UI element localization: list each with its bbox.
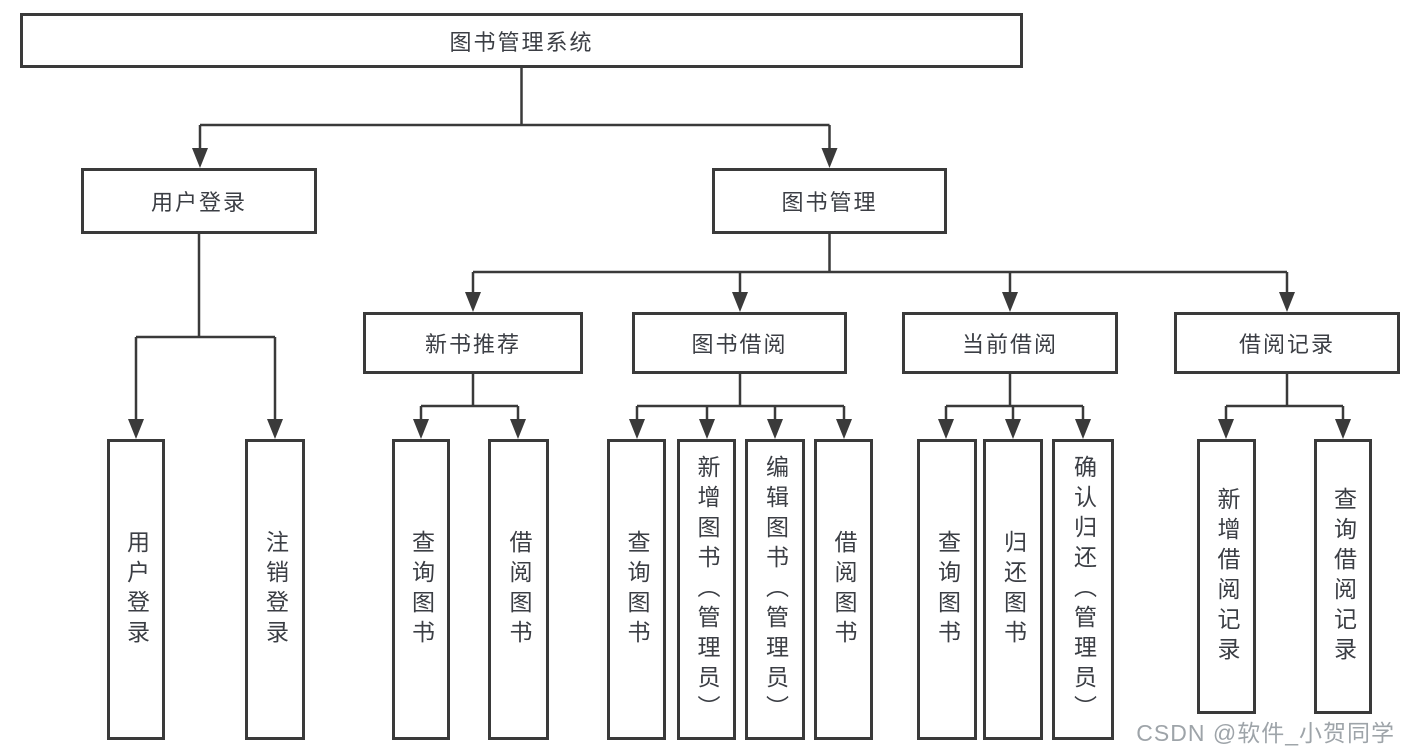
arrow-down-icon xyxy=(1002,292,1018,312)
arrow-down-icon xyxy=(836,419,852,439)
node-borrow-records-label: 借阅记录 xyxy=(1238,332,1335,357)
node-user-login-label: 用户登录 xyxy=(150,190,247,215)
leaf-add-book-admin: 新增图书（管理员） xyxy=(677,439,736,740)
leaf-query-borrow-record-label: 查询借阅记录 xyxy=(1330,486,1357,667)
leaf-add-borrow-record: 新增借阅记录 xyxy=(1197,439,1256,714)
leaf-edit-book-admin: 编辑图书（管理员） xyxy=(745,439,805,740)
csdn-watermark: CSDN @软件_小贺同学 xyxy=(1136,720,1395,746)
leaf-return-book-label: 归还图书 xyxy=(1000,529,1027,650)
leaf-query-books-recommend: 查询图书 xyxy=(392,439,450,740)
leaf-logout: 注销登录 xyxy=(245,439,305,740)
leaf-borrow-books-label: 借阅图书 xyxy=(831,529,857,650)
leaf-query-borrow-record: 查询借阅记录 xyxy=(1314,439,1372,714)
connector-root-to-level2 xyxy=(198,68,831,150)
node-current-borrow: 当前借阅 xyxy=(902,312,1118,374)
leaf-return-book: 归还图书 xyxy=(983,439,1043,740)
connector-current-borrow-children xyxy=(944,374,1085,421)
arrow-down-icon xyxy=(267,419,283,439)
node-book-management: 图书管理 xyxy=(712,168,947,234)
leaf-query-books-borrow: 查询图书 xyxy=(607,439,666,740)
leaf-query-books-recommend-label: 查询图书 xyxy=(408,529,435,650)
arrow-down-icon xyxy=(413,419,429,439)
leaf-query-books-current: 查询图书 xyxy=(917,439,977,740)
leaf-add-borrow-record-label: 新增借阅记录 xyxy=(1214,486,1240,667)
connector-borrow-records-children xyxy=(1224,374,1345,421)
connector-user-login-children xyxy=(134,234,277,421)
arrow-down-icon xyxy=(510,419,526,439)
leaf-confirm-return-admin: 确认归还（管理员） xyxy=(1052,439,1114,740)
leaf-query-books-borrow-label: 查询图书 xyxy=(624,529,650,650)
leaf-edit-book-admin-label: 编辑图书（管理员） xyxy=(762,454,789,725)
leaf-user-login: 用户登录 xyxy=(107,439,165,740)
node-book-borrow-label: 图书借阅 xyxy=(691,332,788,357)
leaf-borrow-books-recommend-label: 借阅图书 xyxy=(506,529,532,650)
arrow-down-icon xyxy=(1005,419,1021,439)
node-user-login: 用户登录 xyxy=(81,168,317,234)
node-new-book-recommend: 新书推荐 xyxy=(363,312,583,374)
node-current-borrow-label: 当前借阅 xyxy=(961,332,1058,357)
connector-book-borrow-children xyxy=(635,374,846,421)
leaf-confirm-return-admin-label: 确认归还（管理员） xyxy=(1070,454,1097,725)
arrow-down-icon xyxy=(1279,292,1295,312)
arrow-down-icon xyxy=(732,292,748,312)
leaf-user-login-label: 用户登录 xyxy=(123,529,150,650)
arrow-down-icon xyxy=(938,419,954,439)
leaf-add-book-admin-label: 新增图书（管理员） xyxy=(694,454,720,725)
node-book-management-label: 图书管理 xyxy=(781,190,878,215)
arrow-down-icon xyxy=(821,148,838,168)
arrow-down-icon xyxy=(629,419,645,439)
arrow-down-icon xyxy=(192,148,208,168)
arrow-down-icon xyxy=(465,292,481,312)
leaf-query-books-current-label: 查询图书 xyxy=(934,529,961,650)
connector-new-book-children xyxy=(419,374,520,421)
leaf-logout-label: 注销登录 xyxy=(262,529,289,650)
arrow-down-icon xyxy=(1335,419,1351,439)
arrow-down-icon xyxy=(699,419,715,439)
leaf-borrow-books-recommend: 借阅图书 xyxy=(488,439,549,740)
leaf-borrow-books: 借阅图书 xyxy=(814,439,873,740)
node-borrow-records: 借阅记录 xyxy=(1174,312,1400,374)
arrow-down-icon xyxy=(1075,419,1091,439)
node-new-book-recommend-label: 新书推荐 xyxy=(424,332,521,357)
arrow-down-icon xyxy=(767,419,783,439)
connector-book-mgmt-children xyxy=(471,234,1289,294)
node-root: 图书管理系统 xyxy=(20,13,1023,68)
arrow-down-icon xyxy=(128,419,144,439)
arrow-down-icon xyxy=(1218,419,1234,439)
node-book-borrow: 图书借阅 xyxy=(632,312,847,374)
node-root-label: 图书管理系统 xyxy=(449,29,594,55)
